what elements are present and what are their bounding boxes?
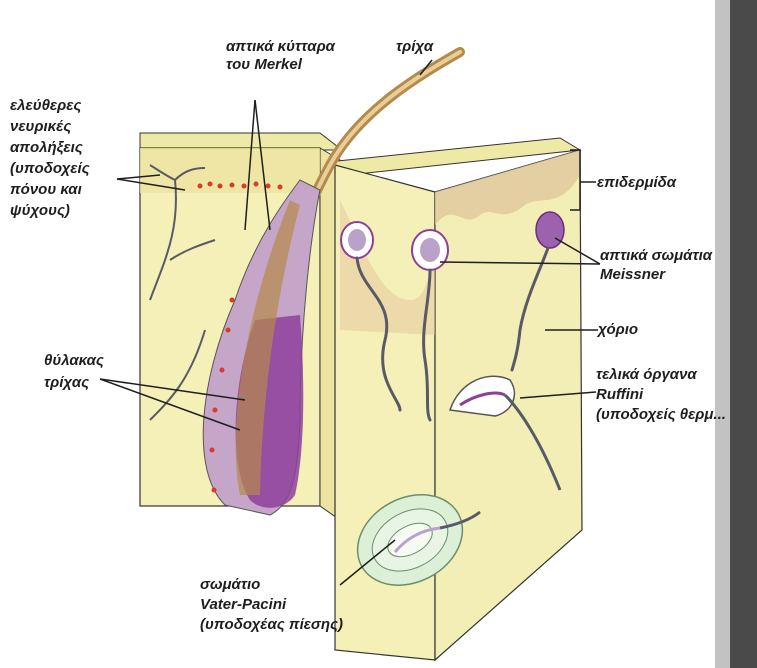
label-follicle-line-2: τρίχας — [44, 372, 104, 394]
label-epidermis: επιδερμίδα — [597, 174, 676, 192]
label-pacini-line-3: (υποδοχέας πίεσης) — [200, 615, 343, 635]
label-ruffini-line-3: (υποδοχείς θερμ... — [596, 405, 726, 425]
label-dermis: χόριο — [598, 321, 638, 339]
label-free-nerve-line-6: ψύχους) — [10, 200, 90, 221]
label-merkel-line-1: απτικά κύτταρα — [226, 38, 335, 56]
label-ruffini-line-2: Ruffini — [596, 385, 726, 405]
label-meissner-line-1: απτικά σωμάτια — [600, 246, 712, 265]
label-free-nerve-line-1: ελεύθερες — [10, 95, 90, 116]
label-free-nerve-line-5: πόνου και — [10, 179, 90, 200]
page-edge-gradient — [715, 0, 730, 668]
label-follicle: θύλακας τρίχας — [44, 350, 104, 394]
label-free-nerve-endings: ελεύθερες νευρικές απολήξεις (υποδοχείς … — [10, 95, 90, 221]
label-meissner-line-2: Meissner — [600, 265, 712, 284]
label-dermis-line-1: χόριο — [598, 321, 638, 339]
label-free-nerve-line-2: νευρικές — [10, 116, 90, 137]
label-ruffini-line-1: τελικά όργανα — [596, 365, 726, 385]
label-follicle-line-1: θύλακας — [44, 350, 104, 372]
label-hair-line-1: τρίχα — [396, 38, 433, 56]
page-edge-shadow — [730, 0, 757, 668]
label-merkel-line-2: του Merkel — [226, 56, 335, 74]
label-pacini: σωμάτιο Vater-Pacini (υποδοχέας πίεσης) — [200, 575, 343, 635]
label-free-nerve-line-4: (υποδοχείς — [10, 158, 90, 179]
label-merkel: απτικά κύτταρα του Merkel — [226, 38, 335, 74]
label-meissner: απτικά σωμάτια Meissner — [600, 246, 712, 284]
label-hair: τρίχα — [396, 38, 433, 56]
label-pacini-line-2: Vater-Pacini — [200, 595, 343, 615]
label-pacini-line-1: σωμάτιο — [200, 575, 343, 595]
label-epidermis-line-1: επιδερμίδα — [597, 174, 676, 192]
label-ruffini: τελικά όργανα Ruffini (υποδοχείς θερμ... — [596, 365, 726, 425]
label-free-nerve-line-3: απολήξεις — [10, 137, 90, 158]
